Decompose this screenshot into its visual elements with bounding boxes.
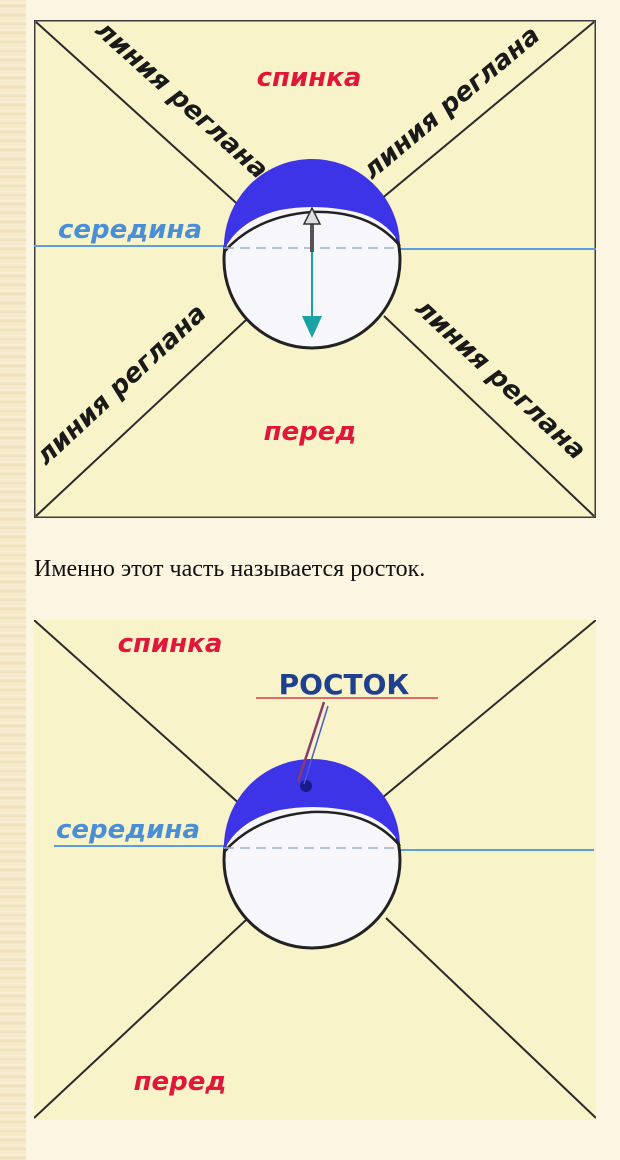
down-arrow-icon: [302, 316, 322, 338]
raglan-line-bottom-right: [385, 917, 597, 1119]
raglan-diagram-2: РОСТОК спинка середина перед: [33, 619, 597, 1120]
neck-back-segment: [223, 158, 400, 250]
raglan-diagram-1: спинка середина перед линия реглана лини…: [30, 15, 598, 520]
decorative-left-border: [0, 0, 26, 1160]
raglan-line-top-left: [33, 619, 243, 807]
callout-label: РОСТОК: [279, 668, 410, 701]
back-label: спинка: [257, 63, 362, 93]
raglan-line-bottom-right: [383, 315, 595, 517]
rise-point-marker: [300, 780, 312, 792]
middle-label: середина: [56, 815, 200, 845]
caption-text: Именно этот часть называется росток.: [34, 556, 426, 582]
raglan-line-bottom-left: [33, 919, 247, 1119]
front-label: перед: [264, 417, 357, 447]
raglan-line-top-right: [381, 619, 597, 799]
raglan-line-bottom-left: [35, 319, 247, 517]
callout-pointer-shadow: [303, 705, 329, 785]
middle-label: середина: [58, 215, 202, 245]
neck-back-segment: [223, 758, 400, 850]
raglan-line-top-left: [35, 21, 245, 211]
up-arrow-icon: [302, 206, 322, 225]
back-label: спинка: [118, 629, 223, 659]
callout-pointer: [296, 701, 326, 783]
front-label: перед: [134, 1067, 227, 1097]
raglan-line-top-right: [379, 21, 595, 201]
neck-back-edge: [223, 810, 401, 853]
